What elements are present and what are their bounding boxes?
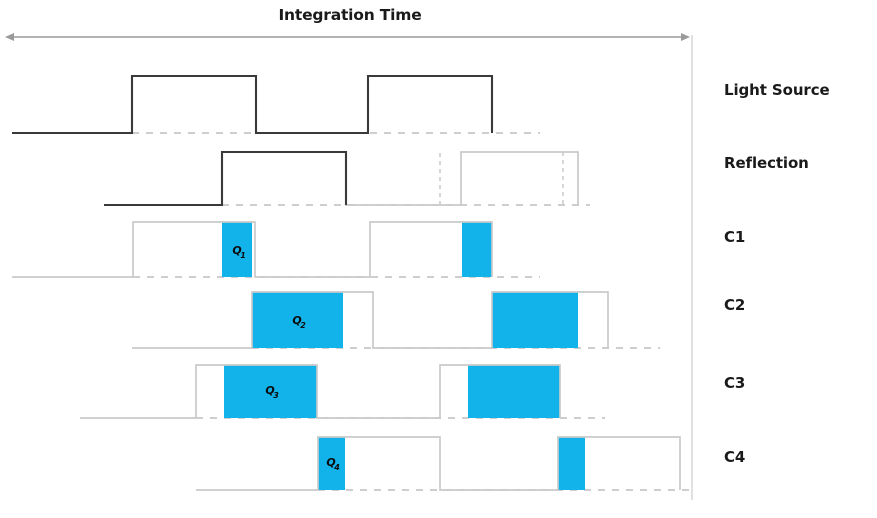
charge-label-c4: Q [326, 456, 335, 469]
waveform-row-light-source [12, 74, 540, 135]
waveform-row-reflection [104, 150, 590, 207]
waveform-path-c2 [132, 291, 609, 349]
waveform-row-c4: Q4 [196, 436, 692, 491]
charge-fill-c1-1 [462, 222, 492, 277]
charge-fill-c3-0 [224, 365, 317, 418]
charge-fill-c3-1 [468, 365, 560, 418]
row-label-c1: C1 [724, 228, 745, 246]
waveform-path-light-source [12, 75, 493, 134]
charge-fill-c2-0 [252, 292, 343, 348]
waveform-path-c4 [196, 436, 681, 491]
row-label-c2: C2 [724, 296, 745, 314]
row-label-c3: C3 [724, 374, 745, 392]
row-label-c4: C4 [724, 448, 745, 466]
charge-label-c2: Q [292, 314, 301, 327]
charge-label-subscript-c3: 3 [273, 391, 279, 400]
charge-label-c3: Q [265, 384, 274, 397]
waveform-path-c3 [80, 364, 561, 419]
charge-fill-c4-0 [318, 437, 345, 490]
waveform-path-dark-light-source [12, 74, 494, 135]
waveform-row-c3: Q3 [80, 364, 605, 419]
charge-label-c1: Q [232, 244, 241, 257]
charge-label-subscript-c4: 4 [333, 463, 340, 472]
ghost-pulse-reflection [439, 152, 564, 205]
waveform-path-dark-reflection [104, 150, 348, 207]
waveform-path-reflection [104, 151, 579, 206]
waveform-row-c2: Q2 [132, 291, 660, 349]
charge-fill-c2-1 [492, 292, 578, 348]
charge-fill-c1-0 [222, 222, 252, 277]
charge-label-subscript-c2: 2 [300, 321, 306, 330]
row-label-reflection: Reflection [724, 154, 809, 172]
charge-label-subscript-c1: 1 [240, 251, 246, 260]
charge-fill-c4-1 [558, 437, 585, 490]
row-label-light-source: Light Source [724, 81, 830, 99]
figure-title: Integration Time [278, 6, 421, 24]
waveform-row-c1: Q1 [12, 221, 540, 278]
waveform-path-c1 [12, 221, 493, 278]
